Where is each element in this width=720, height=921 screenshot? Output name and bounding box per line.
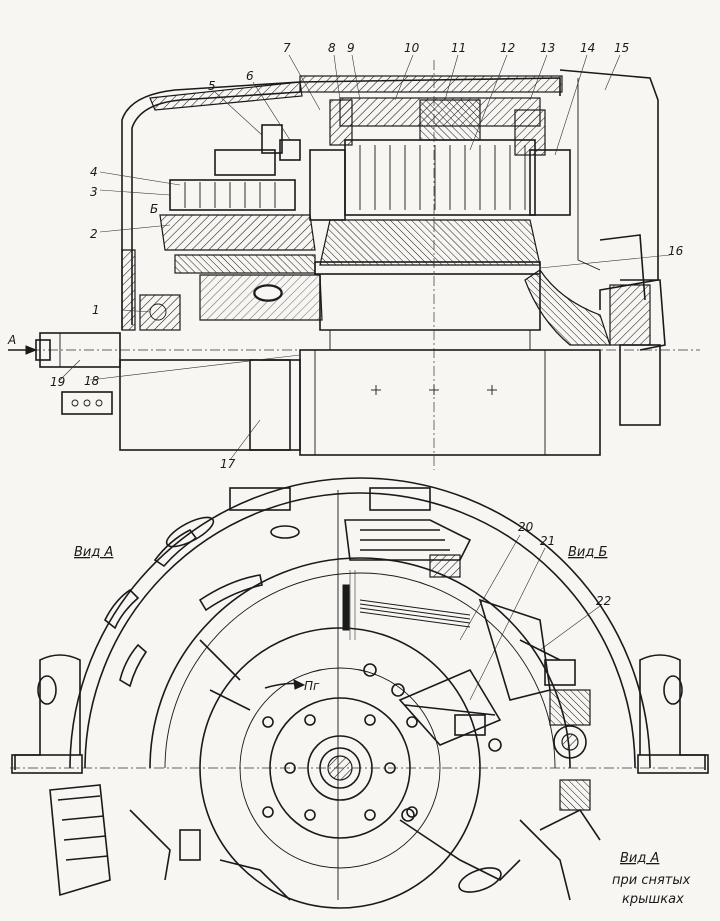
callout-6: 6: [246, 69, 254, 83]
callout-19: 19: [50, 375, 65, 389]
callout-8: 8: [328, 41, 336, 55]
callout-15: 15: [614, 41, 629, 55]
view-a-bottom-line3: крышках: [622, 892, 684, 907]
end-view: [10, 477, 710, 909]
callout-4: 4: [90, 165, 98, 179]
longitudinal-section: [8, 60, 700, 470]
callout-9: 9: [347, 41, 355, 55]
view-b-title: Вид Б: [568, 545, 607, 560]
callout-labels: 1 2 3 4 5 6 7 8 9 10 11 12 13 14 15 16 1…: [7, 41, 684, 693]
callout-18: 18: [84, 374, 100, 388]
callout-10: 10: [404, 41, 420, 55]
rotation-label: Пг: [304, 679, 320, 693]
view-a-bottom-line2: при снятых: [612, 873, 691, 888]
view-titles: Вид А Вид Б Вид А при снятых крышках: [74, 545, 691, 907]
callout-20: 20: [518, 520, 534, 534]
callout-leaders: [59, 54, 671, 701]
callout-7: 7: [283, 41, 291, 55]
callout-17: 17: [220, 457, 236, 471]
callout-1: 1: [92, 303, 100, 317]
callout-5: 5: [208, 79, 216, 93]
callout-3: 3: [90, 185, 98, 199]
section-mark-b: Б: [150, 202, 158, 216]
callout-2: 2: [90, 227, 98, 241]
section-mark-a: А: [7, 333, 16, 347]
callout-13: 13: [540, 41, 555, 55]
view-a-bottom-title: Вид А: [620, 851, 659, 866]
callout-16: 16: [668, 244, 684, 258]
callout-14: 14: [580, 41, 595, 55]
callout-12: 12: [500, 41, 515, 55]
view-a-title: Вид А: [74, 545, 113, 560]
callout-22: 22: [596, 594, 611, 608]
callout-11: 11: [451, 41, 466, 55]
callout-21: 21: [540, 534, 555, 548]
